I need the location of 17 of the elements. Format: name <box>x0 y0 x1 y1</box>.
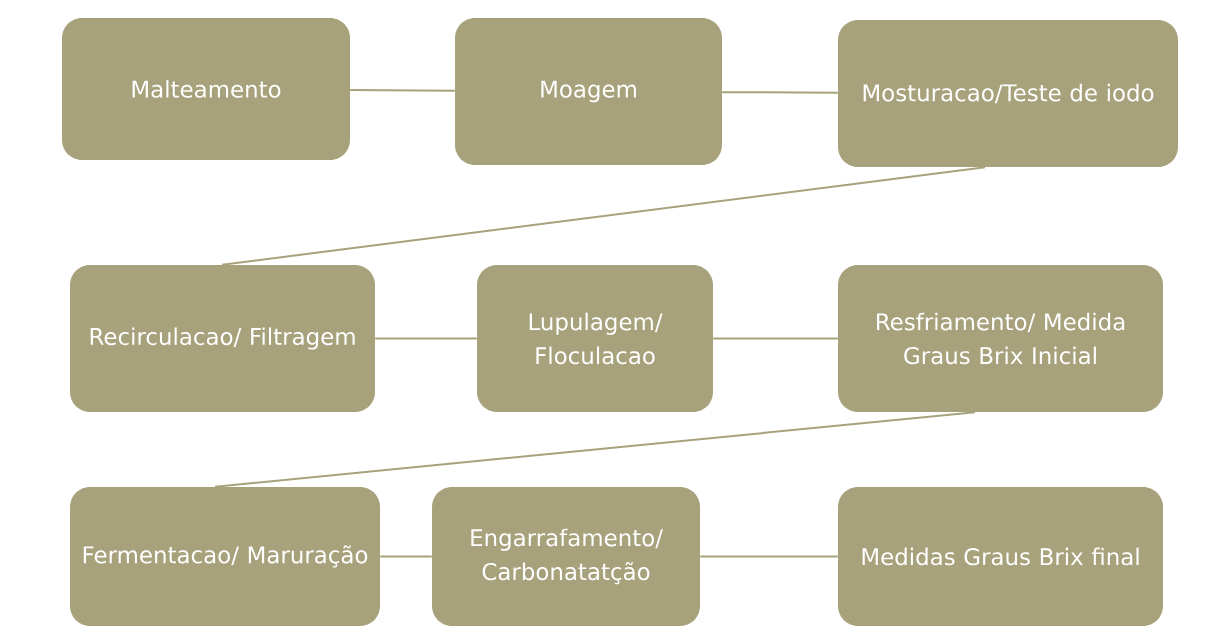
process-box: Recirculacao/ Filtragem <box>70 265 375 412</box>
connector-line <box>214 411 976 488</box>
connector-line <box>699 555 839 558</box>
process-box: Mosturacao/Teste de iodo <box>838 20 1178 167</box>
process-box: Resfriamento/ Medida Graus Brix Inicial <box>838 265 1163 412</box>
connector-line <box>721 91 839 94</box>
process-box: Moagem <box>455 18 722 165</box>
connector-line <box>379 555 433 558</box>
process-box: Lupulagem/ Floculacao <box>477 265 713 412</box>
connector-line <box>221 166 986 266</box>
process-box: Engarrafamento/ Carbonatatção <box>432 487 700 626</box>
process-box: Fermentacao/ Maruração <box>70 487 380 626</box>
process-box: Malteamento <box>62 18 350 160</box>
connector-line <box>374 337 478 340</box>
connector-line <box>349 88 456 92</box>
connector-line <box>712 337 839 340</box>
process-box: Medidas Graus Brix final <box>838 487 1163 626</box>
